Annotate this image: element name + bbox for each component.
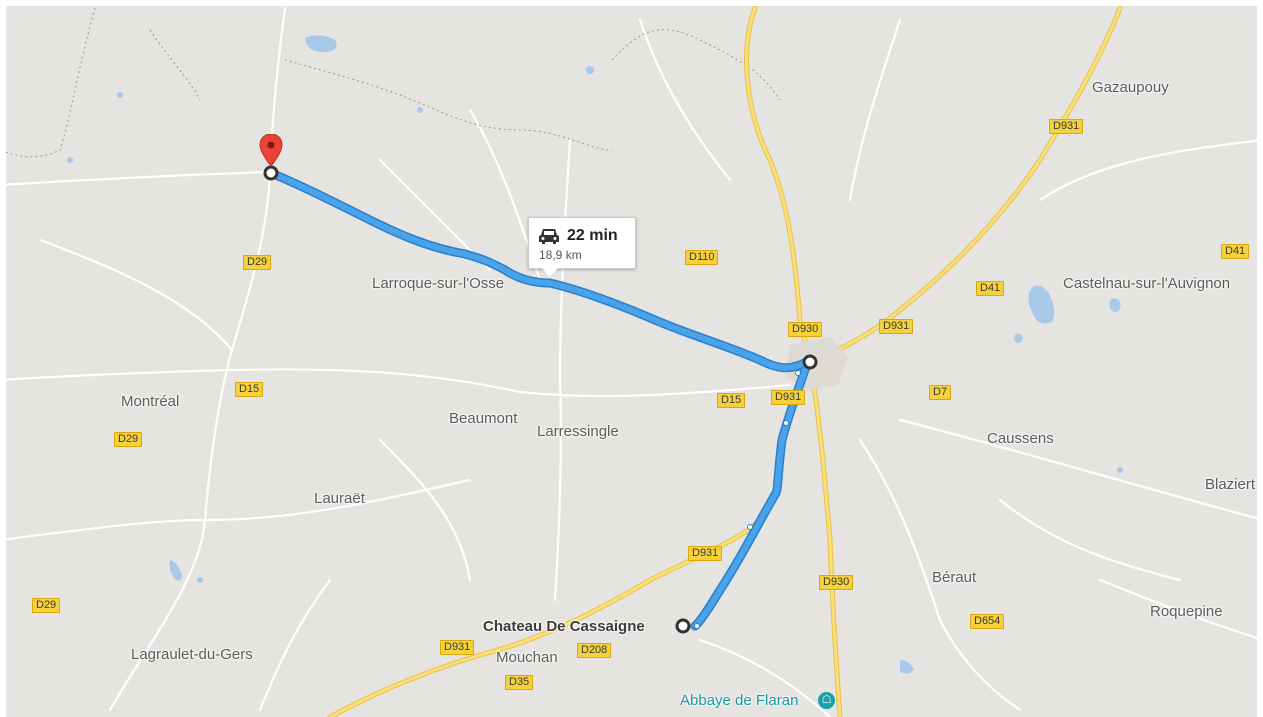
place-label: Larressingle <box>537 423 619 440</box>
road-shield: D35 <box>505 675 534 690</box>
place-label: Roquepine <box>1150 603 1223 620</box>
route-endpoints <box>263 165 818 634</box>
road-shield: D930 <box>788 322 823 337</box>
poi-label[interactable]: Abbaye de Flaran <box>680 692 799 709</box>
place-label: Blaziert <box>1205 476 1256 493</box>
road-shield: D29 <box>114 432 143 447</box>
route-distance: 18,9 km <box>539 248 582 262</box>
place-label: Lauraët <box>314 490 365 507</box>
road-shield: D931 <box>1049 119 1084 134</box>
major-roads-outline <box>327 5 1123 717</box>
road-shield: D654 <box>970 614 1005 629</box>
place-label: Mouchan <box>496 649 558 666</box>
boundary-lines <box>0 7 781 158</box>
road-shield: D931 <box>879 319 914 334</box>
route-time: 22 min <box>567 227 618 244</box>
place-label: Caussens <box>987 430 1054 447</box>
route-info-bubble[interactable]: 22 min 18,9 km <box>528 217 636 277</box>
road-shield: D930 <box>819 575 854 590</box>
road-shield: D41 <box>1221 244 1250 259</box>
road-shield: D931 <box>440 640 475 655</box>
place-label: Béraut <box>932 569 977 586</box>
road-shield: D931 <box>688 546 723 561</box>
place-label: Montréal <box>121 393 180 410</box>
road-shield: D7 <box>929 385 952 400</box>
minor-roads <box>0 6 1263 717</box>
road-shield: D41 <box>976 281 1005 296</box>
road-shield: D208 <box>577 643 612 658</box>
road-shield: D15 <box>235 382 264 397</box>
place-label: Larroque-sur-l'Osse <box>372 275 505 292</box>
road-shield: D15 <box>717 393 746 408</box>
road-shield: D29 <box>243 255 272 270</box>
route-dots <box>694 370 801 629</box>
major-roads <box>328 6 1122 717</box>
road-shield: D110 <box>685 250 719 265</box>
destination-pin-icon[interactable] <box>259 134 283 166</box>
route-line <box>266 168 813 631</box>
place-label: Beaumont <box>449 410 518 427</box>
water-features <box>67 35 1123 674</box>
place-label: Gazaupouy <box>1092 79 1169 96</box>
place-label: Lagraulet-du-Gers <box>131 646 253 663</box>
museum-icon[interactable]: ☖ <box>818 692 835 709</box>
road-shield: D29 <box>32 598 61 613</box>
road-shield: D931 <box>771 390 806 405</box>
car-icon <box>539 229 559 244</box>
origin-label[interactable]: Chateau De Cassaigne <box>483 618 645 635</box>
place-label: Castelnau-sur-l'Auvignon <box>1063 275 1231 292</box>
